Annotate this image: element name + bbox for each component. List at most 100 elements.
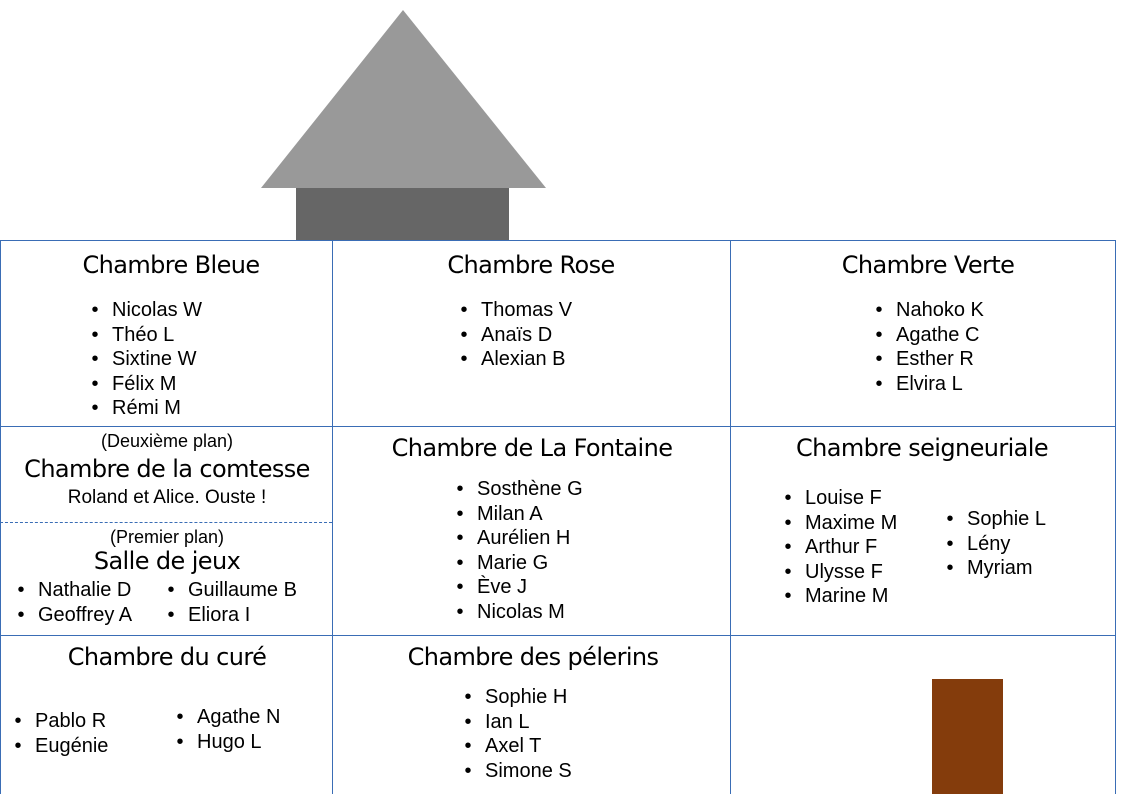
room-list-jeux-col1: • Nathalie D • Geoffrey A xyxy=(16,578,132,627)
bullet-icon: • xyxy=(14,710,22,732)
list-item: • Ève J xyxy=(455,575,583,600)
person-name: Aurélien H xyxy=(477,527,571,549)
door xyxy=(932,679,1003,794)
list-item: • Agathe C xyxy=(874,323,984,348)
person-name: Pablo R xyxy=(35,710,107,732)
room-list-fontaine: •Sosthène G•Milan A•Aurélien H•Marie G•È… xyxy=(455,477,583,625)
room-list-rose: •Thomas V•Anaïs D•Alexian B xyxy=(459,298,572,372)
bullet-icon: • xyxy=(17,603,25,626)
bullet-icon: • xyxy=(946,557,954,579)
person-name: Ulysse F xyxy=(805,560,883,583)
bullet-icon: • xyxy=(167,603,175,626)
room-list-verte: •Nahoko K•Agathe C•Esther R•Elvira L xyxy=(874,298,984,397)
person-name: Elvira L xyxy=(896,372,963,395)
bullet-icon: • xyxy=(456,478,464,500)
bullet-icon: • xyxy=(456,551,464,574)
person-name: Thomas V xyxy=(481,299,573,321)
room-list-jeux-col2: •Guillaume B• Eliora I xyxy=(166,578,297,628)
list-item: •Arthur F xyxy=(783,535,897,560)
list-item: •Alexian B xyxy=(459,347,572,372)
plan-label-first: (Premier plan) xyxy=(109,527,225,547)
list-item: • Eugénie xyxy=(13,734,108,759)
chimney-block xyxy=(296,188,509,240)
person-name: Nicolas W xyxy=(112,299,203,321)
list-item: • Marie G xyxy=(455,551,583,576)
person-name: Ève J xyxy=(477,576,528,598)
bullet-icon: • xyxy=(456,527,464,549)
grid-line xyxy=(0,240,1,794)
bullet-icon: • xyxy=(875,372,883,395)
person-name: Agathe C xyxy=(896,323,980,346)
person-name: Eliora I xyxy=(188,603,251,626)
list-item: •Simone S xyxy=(463,759,571,784)
list-item: • Ulysse F xyxy=(783,560,897,585)
bullet-icon: • xyxy=(91,372,99,395)
bullet-icon: • xyxy=(875,323,883,346)
bullet-icon: • xyxy=(875,348,883,370)
room-list-seigneuriale-col2: •Sophie L•Lény•Myriam xyxy=(945,507,1046,581)
grid-line xyxy=(730,240,731,794)
bullet-icon: • xyxy=(784,560,792,583)
list-item: • Aurélien H xyxy=(455,526,583,551)
bullet-icon: • xyxy=(167,579,175,601)
bullet-icon: • xyxy=(17,579,25,601)
list-item: •Anaïs D xyxy=(459,323,572,348)
plan-label-second: (Deuxième plan) xyxy=(100,431,234,451)
list-item: •Félix M xyxy=(90,372,202,397)
list-item: •Rémi M xyxy=(90,396,202,421)
room-list-cure-col1: • Pablo R • Eugénie xyxy=(13,709,108,758)
bullet-icon: • xyxy=(784,585,792,607)
roof xyxy=(261,10,546,188)
list-item: •Lény xyxy=(945,532,1046,557)
person-name: Nahoko K xyxy=(896,299,984,321)
list-item: •Agathe N xyxy=(175,705,280,730)
room-list-bleue: •Nicolas W•Théo L•Sixtine W•Félix M•Rémi… xyxy=(90,298,202,421)
list-item: • Théo L xyxy=(90,323,202,348)
list-item: •Myriam xyxy=(945,556,1046,581)
bullet-icon: • xyxy=(456,600,464,623)
room-title-fontaine: Chambre de La Fontaine xyxy=(391,434,673,462)
person-name: Nathalie D xyxy=(38,579,132,601)
list-item: •Sosthène G xyxy=(455,477,582,502)
room-list-cure-col2: •Agathe N•Hugo L xyxy=(175,705,280,754)
grid-line xyxy=(332,240,333,794)
bullet-icon: • xyxy=(456,576,464,598)
bullet-icon: • xyxy=(91,348,99,370)
list-item: •Louise F xyxy=(783,486,897,511)
grid-line xyxy=(0,426,1116,427)
dashed-divider xyxy=(0,522,332,523)
room-list-seigneuriale-col1: •Louise F•Maxime M•Arthur F•Ulysse F•Mar… xyxy=(783,486,897,609)
list-item: • Eliora I xyxy=(166,603,297,628)
bullet-icon: • xyxy=(91,323,99,346)
list-item: •Axel T xyxy=(463,734,572,759)
person-name: Marie G xyxy=(477,551,549,574)
bullet-icon: • xyxy=(14,734,22,757)
person-name: Eugénie xyxy=(35,734,109,757)
person-name: Ian L xyxy=(485,710,530,733)
bullet-icon: • xyxy=(91,299,99,321)
person-name: Sophie H xyxy=(485,686,568,708)
list-item: •Guillaume B xyxy=(166,578,296,603)
person-name: Esther R xyxy=(896,348,974,370)
list-item: •Thomas V xyxy=(459,298,572,323)
room-title-verte: Chambre Verte xyxy=(841,251,1015,279)
person-name: Alexian B xyxy=(481,348,566,370)
person-name: Geoffrey A xyxy=(38,603,133,626)
person-name: Axel T xyxy=(485,735,542,757)
person-name: Théo L xyxy=(112,323,175,346)
list-item: • Geoffrey A xyxy=(16,603,132,628)
room-note-comtesse: Roland et Alice. Ouste ! xyxy=(67,487,267,508)
room-title-bleue: Chambre Bleue xyxy=(82,251,260,279)
list-item: • Nicolas W xyxy=(90,298,202,323)
list-item: • Elvira L xyxy=(874,372,984,397)
list-item: •Nicolas M xyxy=(455,600,583,625)
bullet-icon: • xyxy=(464,686,472,708)
person-name: Louise F xyxy=(805,487,882,509)
bullet-icon: • xyxy=(91,397,99,419)
room-title-comtesse: Chambre de la comtesse xyxy=(24,455,310,483)
room-title-seigneuriale: Chambre seigneuriale xyxy=(795,434,1049,462)
grid-line xyxy=(1115,240,1116,794)
bullet-icon: • xyxy=(946,508,954,530)
room-title-jeux: Salle de jeux xyxy=(93,547,241,575)
room-title-rose: Chambre Rose xyxy=(447,251,615,279)
